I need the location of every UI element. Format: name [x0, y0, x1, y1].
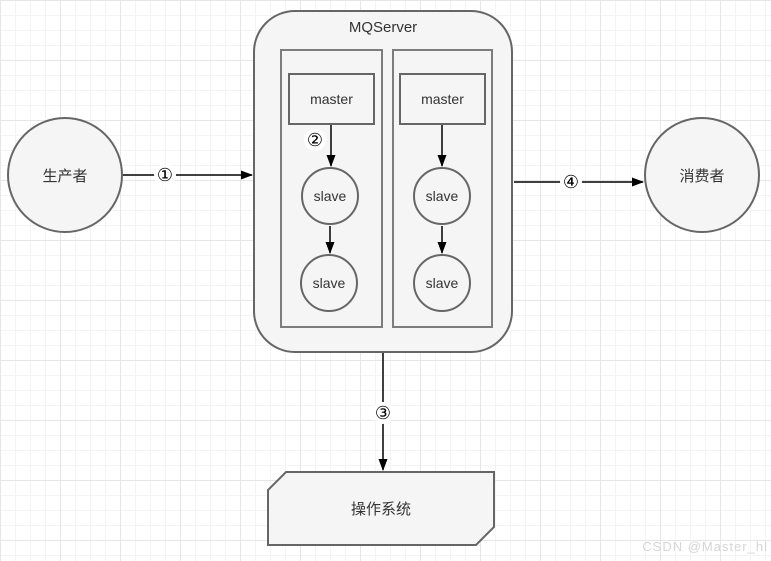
master-left-node: master — [288, 73, 375, 125]
slave-right-2-node: slave — [413, 254, 471, 312]
mqserver-title: MQServer — [348, 19, 418, 36]
producer-node: 生产者 — [7, 117, 123, 233]
step-2-label: ② — [304, 129, 326, 151]
consumer-node: 消费者 — [644, 117, 760, 233]
watermark: CSDN @Master_hl — [642, 539, 768, 554]
os-node: 操作系统 — [350, 501, 411, 518]
step-4-label: ④ — [560, 171, 582, 193]
slave-left-1-node: slave — [301, 167, 359, 225]
slave-right-1-node: slave — [413, 167, 471, 225]
step-1-label: ① — [154, 164, 176, 186]
step-3-label: ③ — [372, 402, 394, 424]
master-right-node: master — [399, 73, 486, 125]
slave-left-2-node: slave — [300, 254, 358, 312]
